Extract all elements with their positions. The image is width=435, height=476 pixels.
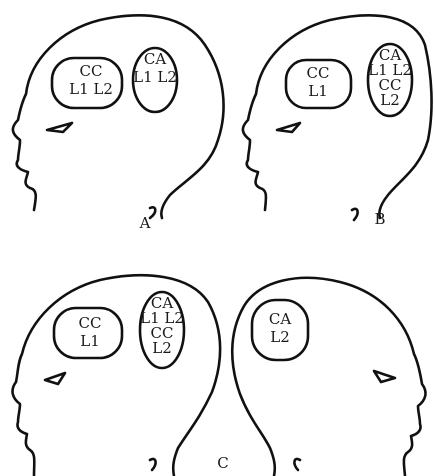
panel-label: B xyxy=(374,210,385,228)
region-line-2: L2 xyxy=(270,328,290,346)
region-left-line-2: L1 L2 xyxy=(69,80,113,98)
region-right-line-1: CA xyxy=(144,50,166,68)
region-right-line-4: L2 xyxy=(380,91,400,109)
panel-c-right-head: CA L2 xyxy=(232,278,425,476)
panel-c-left-head: CC L1 CA L1 L2 CC L2 xyxy=(13,275,221,476)
region-right-line-4: L2 xyxy=(152,339,172,357)
eye-icon xyxy=(374,371,395,382)
region-left-line-1: CC xyxy=(80,62,103,80)
region-left-line-1: CC xyxy=(79,314,102,332)
region-right-line-2: L1 L2 xyxy=(133,68,177,86)
ear-icon xyxy=(150,207,155,218)
head-profile-right-icon xyxy=(232,278,425,476)
ear-icon xyxy=(294,459,300,470)
region-left-line-1: CC xyxy=(307,64,330,82)
eye-icon xyxy=(45,373,65,384)
eye-icon xyxy=(277,123,300,132)
region-line-1: CA xyxy=(269,310,291,328)
region-left-line-2: L1 xyxy=(80,332,100,350)
eye-icon xyxy=(47,123,72,132)
panel-b: CC L1 CA L1 L2 CC L2 B xyxy=(243,15,432,228)
panel-label: C xyxy=(217,454,228,472)
head-profile-left-icon xyxy=(243,15,432,218)
panel-a: CC L1 L2 CA L1 L2 A xyxy=(13,15,224,232)
head-profile-left-icon xyxy=(13,15,224,218)
ear-icon xyxy=(352,209,358,220)
region-left-line-2: L1 xyxy=(308,82,328,100)
head-profile-left-icon xyxy=(13,275,221,476)
panel-c: CC L1 CA L1 L2 CC L2 CA L2 C xyxy=(13,275,426,476)
panel-label: A xyxy=(139,214,151,232)
ear-icon xyxy=(150,459,156,470)
